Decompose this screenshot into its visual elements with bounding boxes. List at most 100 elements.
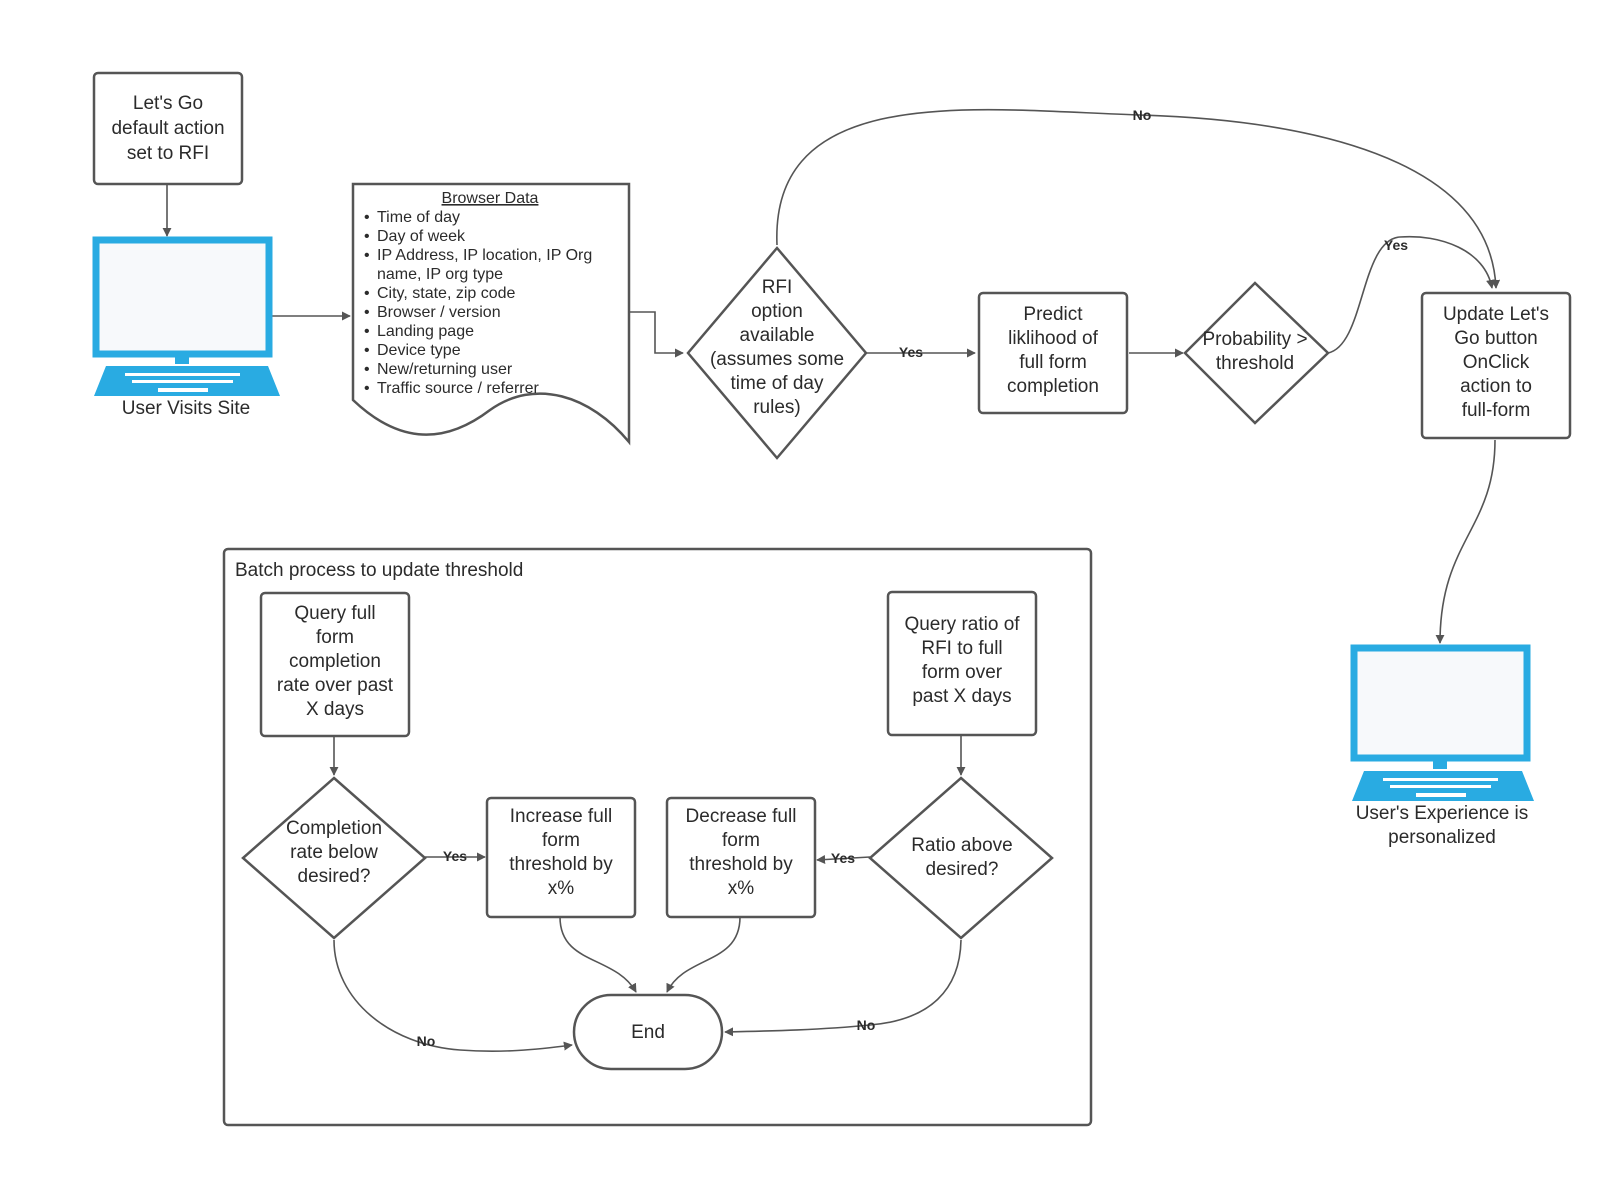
browser-bullet: • xyxy=(364,247,370,264)
browser-data-title: Browser Data xyxy=(442,190,539,207)
browser-item: Landing page xyxy=(377,323,474,340)
node-decrease-line-3: threshold by xyxy=(689,854,793,875)
batch-process-container: Batch process to update threshold xyxy=(222,547,1093,1127)
node-query-full-line-1: Query full xyxy=(294,603,375,624)
node-predict-line-3: full form xyxy=(1019,352,1087,373)
node-increase-line-1: Increase full xyxy=(510,806,612,827)
node-query-full-line-4: rate over past xyxy=(277,675,394,696)
experience-label-line-1: User's Experience is xyxy=(1356,803,1529,824)
user-visits-site-label: User Visits Site xyxy=(122,398,250,419)
browser-item: New/returning user xyxy=(377,361,513,378)
edge-completion-no-to-end xyxy=(333,939,573,1052)
node-ratio-line-1: Ratio above xyxy=(911,835,1012,856)
edge-label-yes-update: Yes xyxy=(1384,237,1408,253)
edge-browser-to-rfi xyxy=(629,311,684,358)
browser-bullet: • xyxy=(364,228,370,245)
node-completion-line-3: desired? xyxy=(298,866,371,887)
laptop-icon xyxy=(1350,644,1534,801)
node-query-full-line-5: X days xyxy=(306,699,364,720)
node-query-ratio-line-4: past X days xyxy=(912,686,1011,707)
edge-labels: No Yes Yes Yes Yes No No xyxy=(417,107,1409,1049)
node-update-line-1: Update Let's xyxy=(1443,304,1549,325)
edge-label-no-top: No xyxy=(1133,107,1152,123)
browser-data-list: • Time of day • Day of week • IP Address… xyxy=(364,209,592,397)
browser-item: Traffic source / referrer xyxy=(377,380,539,397)
node-query-ratio-line-2: RFI to full xyxy=(921,638,1002,659)
browser-item: IP Address, IP location, IP Org xyxy=(377,247,592,264)
edge-label-yes-predict: Yes xyxy=(899,344,923,360)
batch-process-title: Batch process to update threshold xyxy=(235,560,523,581)
node-completion-line-2: rate below xyxy=(290,842,378,863)
node-update: Update Let's Go button OnClick action to… xyxy=(1420,291,1572,440)
node-rfi-line-2: option xyxy=(751,301,803,322)
browser-bullet: • xyxy=(364,380,370,397)
node-increase-line-2: form xyxy=(542,830,580,851)
edge-label-yes-increase: Yes xyxy=(443,848,467,864)
node-probability-line-2: threshold xyxy=(1216,353,1294,374)
node-rfi-line-6: rules) xyxy=(753,397,801,418)
node-end-label: End xyxy=(631,1022,665,1043)
node-increase: Increase full form threshold by x% xyxy=(485,796,637,919)
edge-update-to-experience xyxy=(1435,439,1496,644)
node-predict: Predict liklihood of full form completio… xyxy=(977,291,1129,415)
laptop-icon xyxy=(92,236,280,396)
edge-ratio-no-to-end xyxy=(724,939,962,1037)
node-probability: Probability > threshold xyxy=(1183,281,1330,425)
node-query-full-line-2: form xyxy=(316,627,354,648)
node-rfi-line-1: RFI xyxy=(762,277,793,298)
node-query-ratio-line-1: Query ratio of xyxy=(904,614,1020,635)
node-increase-line-3: threshold by xyxy=(509,854,613,875)
node-lets-go: Let's Go default action set to RFI xyxy=(92,71,244,186)
browser-item: City, state, zip code xyxy=(377,285,516,302)
node-update-line-3: OnClick xyxy=(1463,352,1530,373)
node-update-line-2: Go button xyxy=(1454,328,1537,349)
edge-ratio-to-decrease xyxy=(816,855,871,865)
node-update-line-5: full-form xyxy=(1462,400,1531,421)
browser-bullet: • xyxy=(364,304,370,321)
browser-bullet: • xyxy=(364,285,370,302)
browser-bullet: • xyxy=(364,323,370,340)
node-completion-below: Completion rate below desired? xyxy=(241,776,427,940)
node-lets-go-line-1: Let's Go xyxy=(133,93,203,114)
edge-increase-to-end xyxy=(559,916,637,993)
node-end: End xyxy=(572,993,724,1071)
node-ratio-line-2: desired? xyxy=(926,859,999,880)
edge-label-no-right: No xyxy=(857,1017,876,1033)
browser-item: Day of week xyxy=(377,228,466,245)
node-predict-line-1: Predict xyxy=(1023,304,1083,325)
node-decrease-line-1: Decrease full xyxy=(686,806,797,827)
node-predict-line-4: completion xyxy=(1007,376,1099,397)
node-lets-go-line-2: default action xyxy=(111,118,224,139)
node-increase-line-4: x% xyxy=(548,878,575,899)
node-decrease-line-4: x% xyxy=(728,878,755,899)
edge-decrease-to-end xyxy=(666,916,741,993)
browser-item: Time of day xyxy=(377,209,460,226)
node-lets-go-line-3: set to RFI xyxy=(127,143,209,164)
browser-item: name, IP org type xyxy=(377,266,503,283)
browser-bullet: • xyxy=(364,209,370,226)
node-rfi-line-4: (assumes some xyxy=(710,349,844,370)
edge-probability-to-update xyxy=(1327,235,1495,354)
node-rfi-line-3: available xyxy=(740,325,815,346)
node-query-ratio: Query ratio of RFI to full form over pas… xyxy=(886,590,1038,737)
node-decrease-line-2: form xyxy=(722,830,760,851)
experience-label-line-2: personalized xyxy=(1388,827,1496,848)
browser-item: Browser / version xyxy=(377,304,501,321)
node-update-line-4: action to xyxy=(1460,376,1532,397)
node-browser-data: Browser Data • Time of day • Day of week… xyxy=(351,182,631,446)
node-query-full: Query full form completion rate over pas… xyxy=(259,591,411,738)
node-rfi-option: RFI option available (assumes some time … xyxy=(686,246,868,460)
edge-label-no-left: No xyxy=(417,1033,436,1049)
edges xyxy=(162,108,1501,1052)
node-query-ratio-line-3: form over xyxy=(922,662,1003,683)
edge-label-yes-decrease: Yes xyxy=(831,850,855,866)
node-probability-line-1: Probability > xyxy=(1202,329,1307,350)
browser-bullet: • xyxy=(364,361,370,378)
browser-bullet: • xyxy=(364,342,370,359)
node-rfi-line-5: time of day xyxy=(731,373,824,394)
node-completion-line-1: Completion xyxy=(286,818,382,839)
browser-item: Device type xyxy=(377,342,461,359)
node-predict-line-2: liklihood of xyxy=(1008,328,1098,349)
node-decrease: Decrease full form threshold by x% xyxy=(665,796,817,919)
